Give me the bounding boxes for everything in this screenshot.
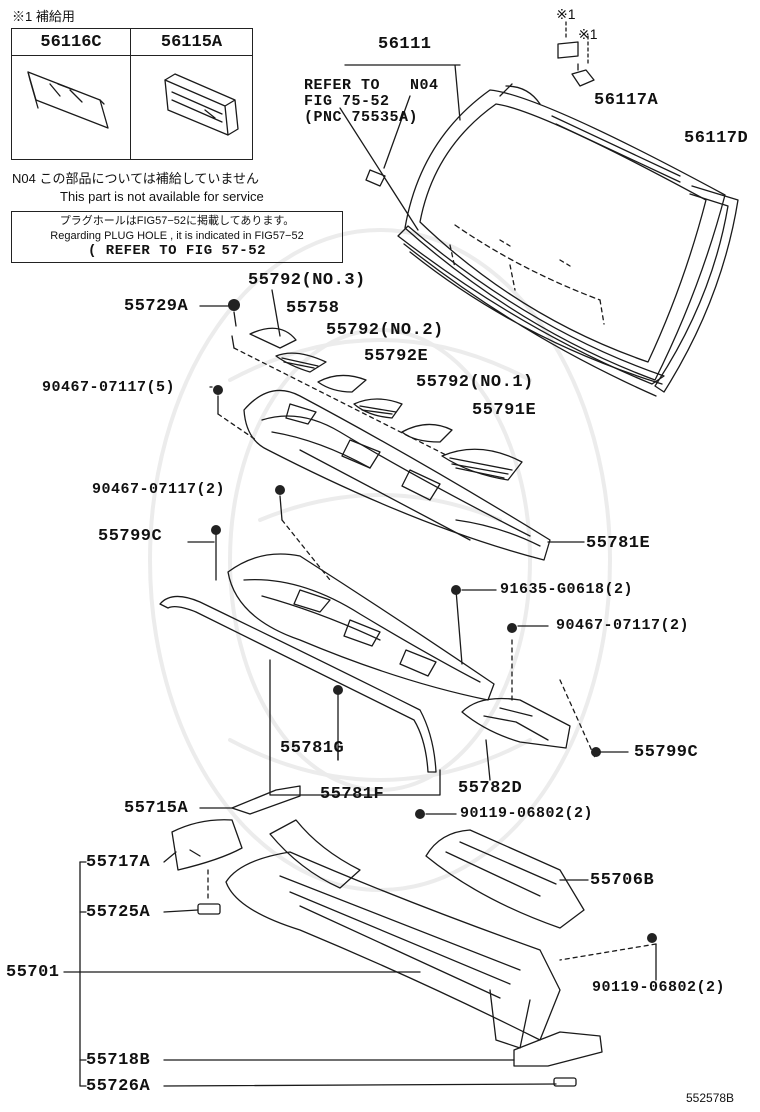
- cowl-panel-55701: [225, 819, 561, 1049]
- mark-b: ※1: [578, 26, 598, 42]
- label-55715a: 55715A: [124, 799, 189, 818]
- label-55791e: 55791E: [472, 401, 537, 420]
- label-56117d: 56117D: [684, 129, 749, 148]
- label-55792-no2: 55792(NO.2): [326, 321, 444, 340]
- label-55718b: 55718B: [86, 1051, 151, 1070]
- label-56117a: 56117A: [594, 91, 659, 110]
- figure-code: 552578B: [686, 1091, 735, 1105]
- label-55758: 55758: [286, 299, 340, 318]
- molding-56117a-drawing: [551, 115, 681, 183]
- label-55792-no1: 55792(NO.1): [416, 373, 534, 392]
- label-55781f: 55781F: [320, 785, 385, 804]
- label-55701: 55701: [6, 963, 60, 982]
- label-56111: 56111: [378, 35, 432, 54]
- pad-55725a: [197, 903, 221, 915]
- leader-lines: [63, 289, 657, 1087]
- misc-vert-guides: [215, 533, 463, 761]
- windshield-leaders: [339, 64, 461, 231]
- label-n04: N04: [410, 77, 439, 94]
- windshield-clip-drawing: [557, 21, 595, 87]
- bracket-55781f: [269, 659, 441, 796]
- windshield-rubber-drawing: [365, 169, 386, 187]
- refer-line-1: REFER TO: [304, 77, 381, 94]
- screws-upper: [217, 395, 283, 521]
- label-55726a: 55726A: [86, 1077, 151, 1096]
- label-90467-5: 90467-07117(5): [42, 379, 176, 396]
- label-55799c-a: 55799C: [98, 527, 163, 546]
- cowl-louver-55781f: [227, 553, 495, 701]
- clip-56116c-drawing: [27, 71, 109, 129]
- plug-hole-note-box: プラグホールはFIG57−52に掲載してあります。 Regarding PLUG…: [11, 211, 343, 263]
- label-55781e: 55781E: [586, 534, 651, 553]
- bracket-55717a: [171, 819, 243, 871]
- plug-note-jp: プラグホールはFIG57−52に掲載してあります。: [59, 215, 295, 227]
- note-n04-jp: N04 この部品については補給していません: [12, 171, 260, 186]
- label-55717a: 55717A: [86, 853, 151, 872]
- refer-line-2: FIG 75-52: [304, 93, 390, 110]
- label-55792e: 55792E: [364, 347, 429, 366]
- windshield-glass-drawing: [397, 89, 726, 397]
- bracket-55718b: [513, 1031, 603, 1067]
- refer-line-3: (PNC 75535A): [304, 109, 419, 126]
- label-55729a: 55729A: [124, 297, 189, 316]
- clip-55729a-drawing: [231, 311, 237, 349]
- note-n04-en: This part is not available for service: [60, 189, 264, 204]
- label-90119-b: 90119-06802(2): [592, 979, 726, 996]
- bracket-55782d: [461, 697, 571, 749]
- inset-part-56115a: 56115A: [131, 29, 252, 56]
- inset-box: 56116C 56115A: [11, 28, 253, 160]
- clip-56115a-drawing: [164, 73, 239, 136]
- cowl-louvres-drawing: [249, 327, 523, 481]
- windshield-dashed: [449, 244, 605, 325]
- label-90467-2b: 90467-07117(2): [556, 617, 690, 634]
- plug-note-en: Regarding PLUG HOLE , it is indicated in…: [50, 230, 304, 242]
- cowl-top-louver-55781e: [243, 389, 551, 561]
- label-90467-2a: 90467-07117(2): [92, 481, 226, 498]
- label-90119-a: 90119-06802(2): [460, 805, 594, 822]
- seal-55781g: [159, 595, 437, 773]
- bracket-55715a: [231, 785, 301, 815]
- inset-title: ※1 補給用: [12, 9, 75, 24]
- clip-55729a-head: [228, 299, 240, 311]
- inset-part-56116c: 56116C: [12, 29, 130, 56]
- label-55781g: 55781G: [280, 739, 345, 758]
- molding-56117d-drawing: [499, 83, 739, 393]
- label-55706b: 55706B: [590, 871, 655, 890]
- inset-divider: [130, 29, 131, 159]
- label-55725a: 55725A: [86, 903, 151, 922]
- label-55782d: 55782D: [458, 779, 523, 798]
- label-55792-no3: 55792(NO.3): [248, 271, 366, 290]
- louvre-dashed-guide: [233, 347, 449, 457]
- panel-55706b: [425, 829, 585, 929]
- pad-55726a: [553, 1077, 577, 1087]
- bracket-dashed: [511, 639, 597, 761]
- label-91635: 91635-G0618(2): [500, 581, 634, 598]
- label-55799c-b: 55799C: [634, 743, 699, 762]
- bolts: [211, 385, 657, 943]
- plug-note-ref: ( REFER TO FIG 57-52: [87, 243, 267, 259]
- mark-a: ※1: [556, 6, 576, 22]
